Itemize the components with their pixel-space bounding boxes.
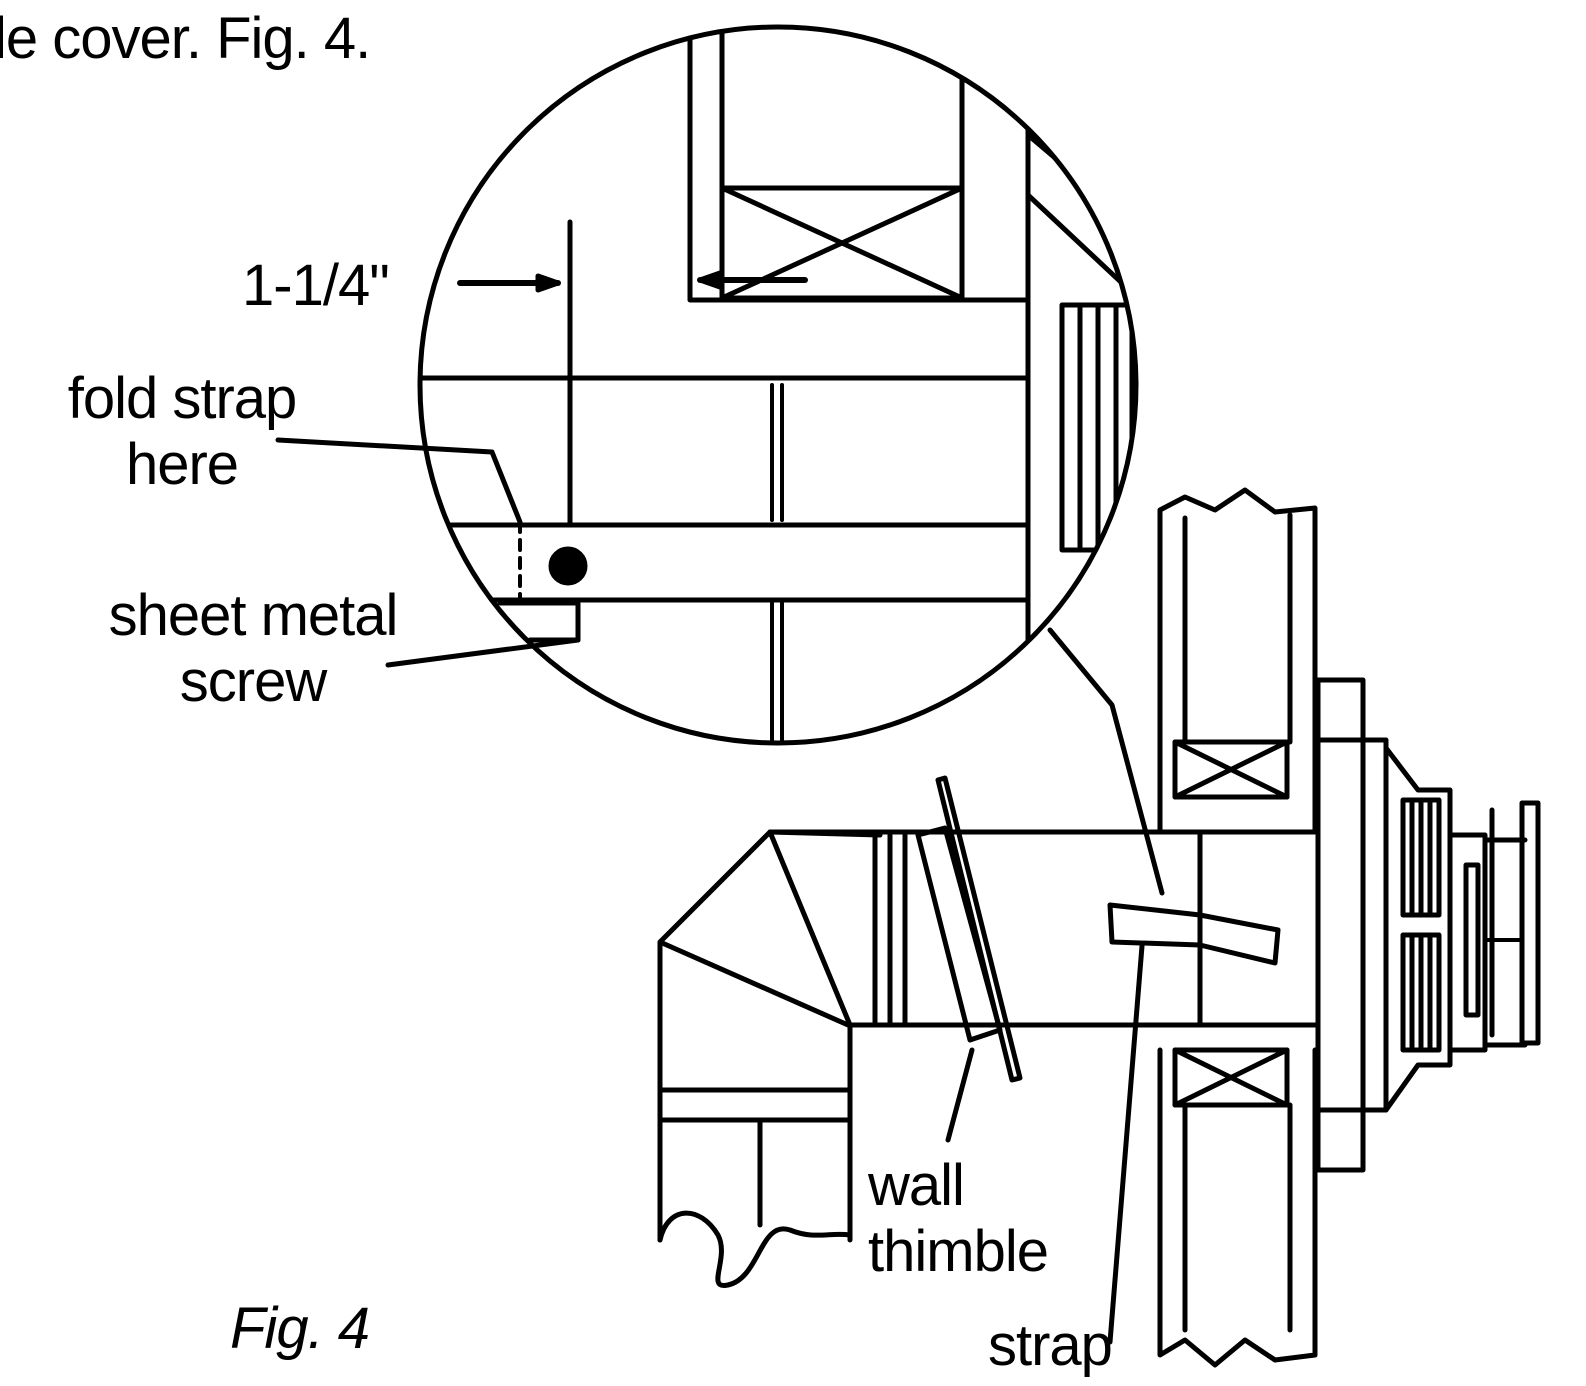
screw-dot — [551, 549, 585, 583]
leader-wall-thimble — [948, 1050, 972, 1140]
upper-header-block — [1175, 742, 1287, 797]
detail-stud-frame — [690, 0, 1028, 300]
leader-detail-to-strap — [1050, 630, 1162, 893]
wall-thimble-label-line2: thimble — [868, 1219, 1049, 1284]
vent-elbow — [660, 832, 880, 1240]
dimension-label: 1-1/4" — [242, 253, 390, 318]
fold-strap-label-line2: here — [125, 432, 239, 497]
detail-circle-outline — [420, 27, 1136, 743]
fold-strap-label: fold strap here — [42, 368, 322, 496]
vent-cap-mount — [1318, 680, 1363, 1170]
fold-strap-label-line1: fold strap — [67, 366, 298, 431]
installation-strap — [1110, 905, 1278, 963]
wall-thimble-label-line1: wall — [868, 1153, 965, 1218]
sheet-metal-screw-label-line1: sheet metal — [108, 583, 399, 648]
strap-label: strap — [988, 1313, 1113, 1378]
leader-screw — [388, 640, 578, 665]
wall-thimble-label: wall thimble — [868, 1153, 1049, 1284]
lower-header-block — [1175, 1050, 1287, 1105]
leader-fold-strap — [278, 440, 520, 522]
sheet-metal-screw-label-line2: screw — [179, 649, 327, 714]
main-view — [660, 490, 1538, 1365]
wall-upper — [1160, 490, 1315, 830]
header-text: le cover. Fig. 4. — [0, 6, 371, 71]
detail-content — [400, 0, 1140, 760]
pipe-break — [660, 1213, 850, 1285]
sheet-metal-screw-label: sheet metal screw — [78, 585, 428, 713]
figure-caption: Fig. 4 — [230, 1296, 370, 1361]
detail-magnifier — [400, 0, 1140, 760]
detail-header-block — [722, 188, 962, 298]
wall-lower — [1160, 1050, 1315, 1365]
